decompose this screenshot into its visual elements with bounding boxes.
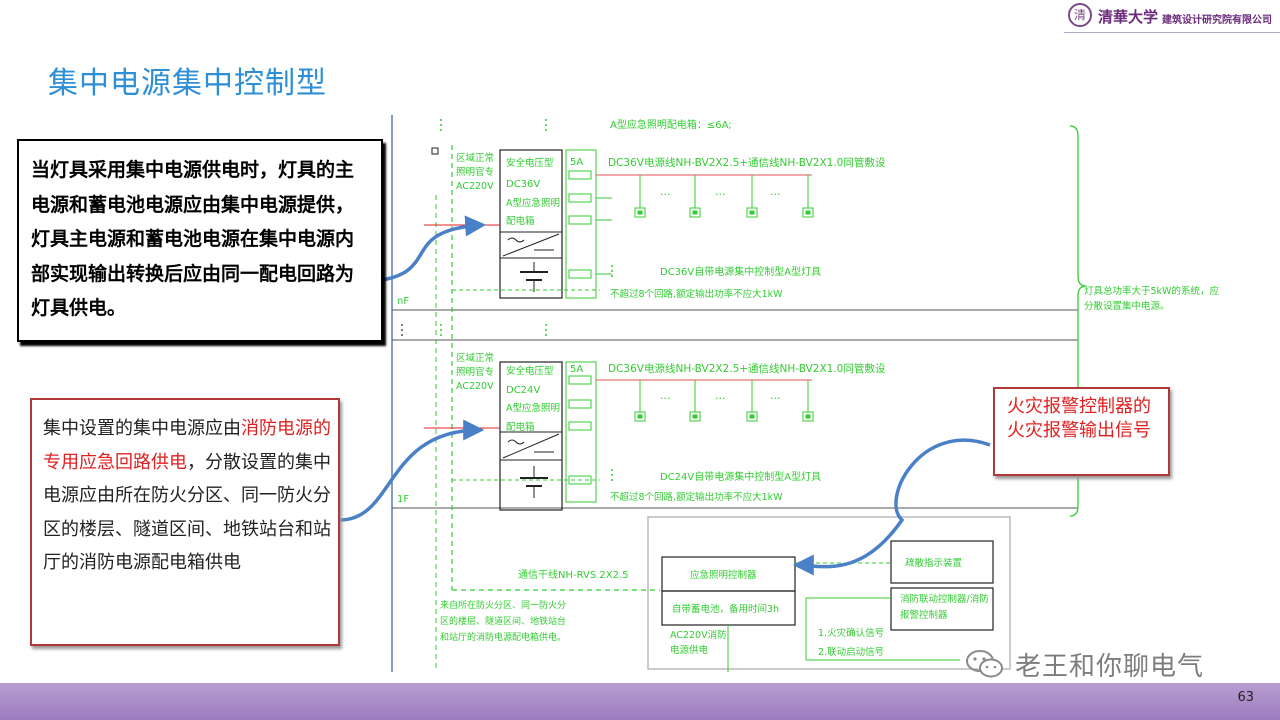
- callout-1-text: 当灯具采用集中电源供电时，灯具的主电源和蓄电池电源应由集中电源提供，灯具主电源和…: [31, 159, 355, 319]
- wechat-icon: [966, 650, 1003, 678]
- zone-label-lower: 区域正常照明官专AC220V: [456, 353, 494, 392]
- svg-text:5A: 5A: [570, 157, 583, 168]
- floor-label-lower: 1F: [397, 494, 409, 505]
- university-seal-icon: 清: [1068, 3, 1092, 27]
- svg-text:2.联动启动信号: 2.联动启动信号: [818, 646, 884, 658]
- linkage-label: 消防联动控制器/消防报警控制器: [900, 594, 989, 621]
- svg-text:···: ···: [715, 392, 726, 405]
- lower-cable-label: DC36V电源线NH-BV2X2.5+通信线NH-BV2X1.0同管敷设: [608, 362, 886, 375]
- svg-text:1.火灾确认信号: 1.火灾确认信号: [818, 627, 884, 639]
- logo-name: 清華大学: [1098, 8, 1159, 26]
- svg-text:不超过8个回路,额定输出功率不应大1kW: 不超过8个回路,额定输出功率不应大1kW: [610, 491, 783, 503]
- arrow-note3: [792, 438, 991, 576]
- ac-label: AC220V消防电源供电: [670, 630, 727, 656]
- svg-text:DC24V自带电源集中控制型A型灯具: DC24V自带电源集中控制型A型灯具: [660, 470, 821, 483]
- svg-text:···: ···: [715, 188, 726, 201]
- arrow-note1: [381, 215, 487, 282]
- zone-label-upper: 区域正常照明官专AC220V: [456, 153, 494, 192]
- svg-text:···: ···: [660, 392, 671, 405]
- svg-text:DC36V: DC36V: [506, 179, 540, 190]
- svg-text:DC36V自带电源集中控制型A型灯具: DC36V自带电源集中控制型A型灯具: [660, 265, 821, 278]
- svg-text:配电箱: 配电箱: [506, 421, 535, 433]
- svg-text:不超过8个回路,额定输出功率不应大1kW: 不超过8个回路,额定输出功率不应大1kW: [610, 288, 783, 300]
- controller-label: 应急照明控制器: [690, 569, 757, 581]
- right-note: 灯具总功率大于5kW的系统，应分散设置集中电源。: [1084, 286, 1219, 312]
- logo-institute: 建筑设计研究院有限公司: [1162, 15, 1272, 26]
- upper-marker-square: [431, 147, 439, 155]
- logo: 清 清華大学 建筑设计研究院有限公司: [1064, 0, 1280, 33]
- trunk-label: 通信干线NH-RVS 2X2.5: [518, 568, 629, 581]
- continuation-dots: [440, 119, 613, 481]
- svg-text:DC24V: DC24V: [506, 385, 540, 396]
- svg-text:A型应急照明: A型应急照明: [506, 197, 560, 209]
- svg-text:···: ···: [770, 392, 781, 405]
- svg-text:安全电压型: 安全电压型: [506, 157, 554, 169]
- svg-text:···: ···: [770, 188, 781, 201]
- upper-panel-box: [499, 149, 563, 299]
- callout-3-text: 火灾报警控制器的火灾报警输出信号: [1007, 396, 1151, 441]
- callout-2-text: 集中设置的集中电源应由消防电源的专用应急回路供电，分散设置的集中电源应由所在防火…: [43, 418, 331, 573]
- page-number: 63: [1237, 690, 1254, 705]
- floor-label-upper: nF: [397, 296, 409, 307]
- svg-text:配电箱: 配电箱: [506, 215, 535, 227]
- evac-display-box: [890, 540, 994, 584]
- linkage-box: [890, 587, 994, 631]
- page-title: 集中电源集中控制型: [48, 66, 327, 101]
- upper-cable-label: DC36V电源线NH-BV2X2.5+通信线NH-BV2X1.0同管敷设: [608, 156, 886, 169]
- callout-power-source: 集中设置的集中电源应由消防电源的专用应急回路供电，分散设置的集中电源应由所在防火…: [30, 398, 340, 646]
- control-room-frame: [647, 516, 1011, 670]
- bottom-note: 来自所在防火分区、同一防火分区的楼层、隧道区间、地铁站台和站厅的消防电源配电箱供…: [440, 601, 566, 643]
- footer-bar: [0, 683, 1280, 720]
- callout-centralized-supply: 当灯具采用集中电源供电时，灯具的主电源和蓄电池电源应由集中电源提供，灯具主电源和…: [17, 139, 383, 342]
- battery-label: 自带蓄电池，备用时间3h: [672, 603, 779, 615]
- callout-fire-alarm: 火灾报警控制器的火灾报警输出信号: [993, 387, 1170, 476]
- svg-text:A型应急照明: A型应急照明: [506, 402, 560, 414]
- svg-text:安全电压型: 安全电压型: [506, 365, 554, 377]
- right-brace: [1069, 125, 1087, 517]
- evac-display-label: 疏散指示装置: [905, 557, 962, 569]
- lower-panel-box: [499, 361, 563, 511]
- diagram-top-note: A型应急照明配电箱：≤6A;: [610, 118, 732, 131]
- svg-text:···: ···: [660, 188, 671, 201]
- arrow-note2: [339, 419, 485, 522]
- callout-2-highlight: 消防电源的专用应急回路供电: [43, 418, 331, 473]
- svg-text:5A: 5A: [570, 364, 583, 375]
- watermark-text: 老王和你聊电气: [1015, 652, 1205, 682]
